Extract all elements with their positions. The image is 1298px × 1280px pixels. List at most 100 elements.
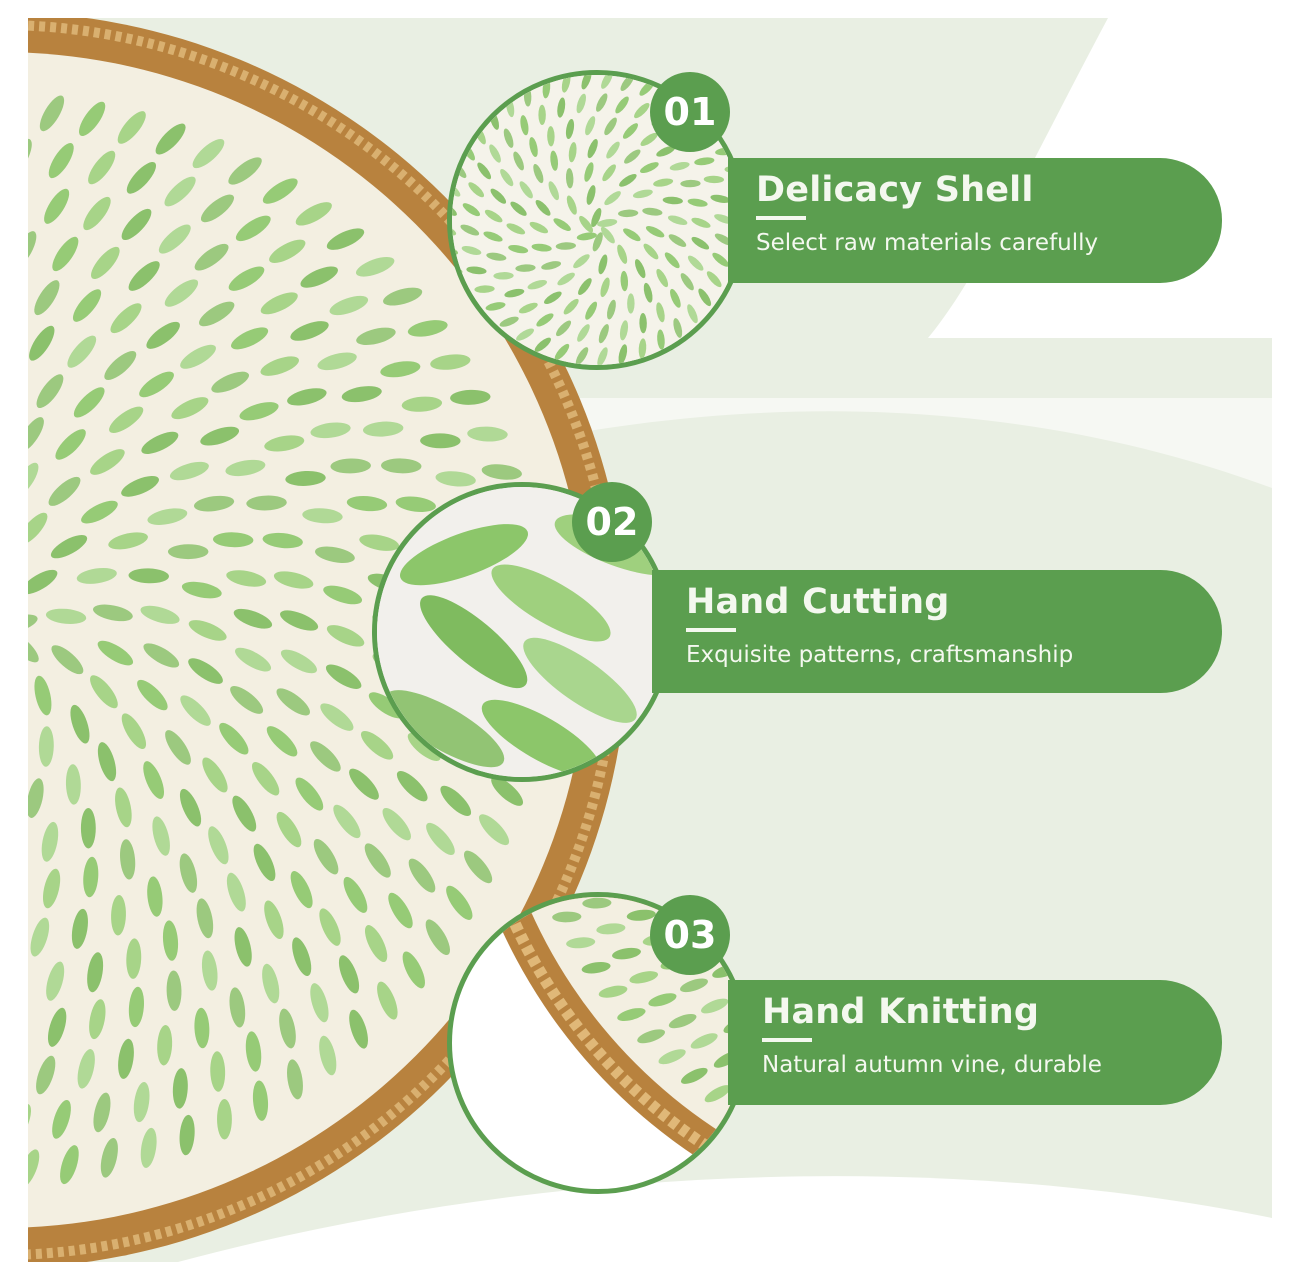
shell-leaf (617, 1008, 646, 1022)
shell-leaf (440, 785, 472, 817)
shell-leaf (92, 604, 133, 622)
shell-leaf (615, 96, 629, 114)
shell-leaf (80, 807, 96, 849)
shell-leaf (196, 898, 214, 939)
feature-2-subtitle: Exquisite patterns, craftsmanship (686, 642, 1074, 668)
shell-leaf (710, 194, 731, 203)
shell-leaf (584, 162, 594, 182)
shell-leaf (508, 244, 529, 254)
shell-leaf (280, 649, 317, 674)
shell-leaf (446, 885, 473, 920)
shell-leaf (232, 795, 257, 832)
shell-leaf (420, 433, 461, 449)
shell-leaf (41, 821, 59, 862)
shell-leaf (48, 476, 81, 506)
shell-leaf (226, 872, 246, 912)
shell-leaf (330, 458, 371, 474)
shell-leaf (88, 150, 116, 185)
shell-leaf (388, 892, 413, 929)
shell-leaf (128, 986, 144, 1028)
shell-leaf (229, 987, 246, 1028)
shell-leaf (295, 202, 332, 226)
shell-leaf (680, 273, 694, 291)
shell-leaf (188, 620, 227, 641)
shell-leaf (591, 207, 602, 228)
shell-leaf (452, 203, 457, 216)
shell-leaf (108, 532, 148, 550)
divider (686, 628, 736, 632)
shell-leaf (669, 161, 690, 171)
shell-leaf (407, 320, 448, 337)
shell-leaf (155, 123, 186, 155)
shell-leaf (639, 312, 647, 334)
shell-leaf (383, 287, 423, 306)
shell-leaf (200, 194, 235, 223)
shell-leaf (490, 188, 507, 204)
shell-leaf (620, 270, 629, 292)
shell-leaf (179, 853, 198, 893)
shell-leaf (568, 142, 577, 163)
shell-leaf (329, 295, 369, 316)
shell-leaf (212, 532, 254, 548)
shell-leaf (169, 461, 209, 481)
shell-leaf (166, 970, 182, 1011)
shell-leaf (355, 256, 395, 277)
shell-leaf (194, 1007, 210, 1049)
shell-leaf (55, 429, 86, 460)
shell-leaf (71, 908, 88, 949)
shell-leaf (90, 675, 118, 709)
background-curve-bottom (178, 1176, 1272, 1262)
shell-leaf (377, 981, 398, 1020)
shell-leaf (164, 279, 199, 307)
shell-leaf (553, 218, 571, 231)
shell-leaf (72, 289, 102, 322)
shell-leaf (326, 228, 365, 250)
shell-leaf (28, 462, 39, 498)
shell-leaf (180, 695, 211, 726)
feature-2-number-badge: 02 (572, 482, 652, 562)
shell-leaf (97, 742, 117, 782)
shell-leaf (290, 321, 329, 341)
shell-leaf (230, 686, 264, 714)
shell-leaf (245, 1031, 262, 1072)
shell-leaf (364, 925, 388, 962)
shell-leaf (624, 149, 641, 164)
shell-leaf (164, 176, 196, 207)
shell-leaf (425, 919, 451, 956)
divider (762, 1038, 812, 1042)
shell-leaf (76, 567, 117, 584)
shell-leaf (687, 304, 698, 324)
shell-leaf (264, 435, 305, 452)
shell-leaf (477, 162, 492, 180)
shell-leaf (165, 730, 191, 765)
shell-leaf (557, 272, 575, 286)
shell-leaf (90, 246, 120, 280)
feature-1-number-badge: 01 (650, 72, 730, 152)
shell-leaf (604, 117, 617, 136)
shell-leaf (70, 704, 90, 744)
feature-1-title: Delicacy Shell (756, 170, 1034, 210)
shell-leaf (231, 327, 269, 350)
shell-leaf (147, 508, 188, 525)
shell-leaf (648, 993, 677, 1007)
product-infographic: Delicacy Shell Select raw materials care… (28, 18, 1272, 1262)
shell-leaf (596, 923, 626, 935)
shell-leaf (527, 279, 548, 290)
shell-leaf (295, 777, 324, 811)
shell-leaf (680, 1067, 708, 1084)
shell-leaf (287, 388, 327, 406)
shell-leaf (264, 900, 284, 940)
shell-leaf (489, 144, 501, 163)
shell-leaf (137, 679, 168, 711)
shell-leaf (474, 285, 495, 293)
shell-leaf (262, 178, 298, 204)
feature-3-title: Hand Knitting (762, 992, 1040, 1032)
shell-leaf (478, 814, 510, 846)
shell-leaf (554, 343, 570, 361)
shell-leaf (407, 732, 441, 761)
shell-leaf (201, 950, 218, 991)
shell-leaf (139, 371, 174, 398)
shell-leaf (450, 389, 491, 405)
shell-leaf (146, 321, 180, 349)
shell-leaf (504, 288, 525, 298)
